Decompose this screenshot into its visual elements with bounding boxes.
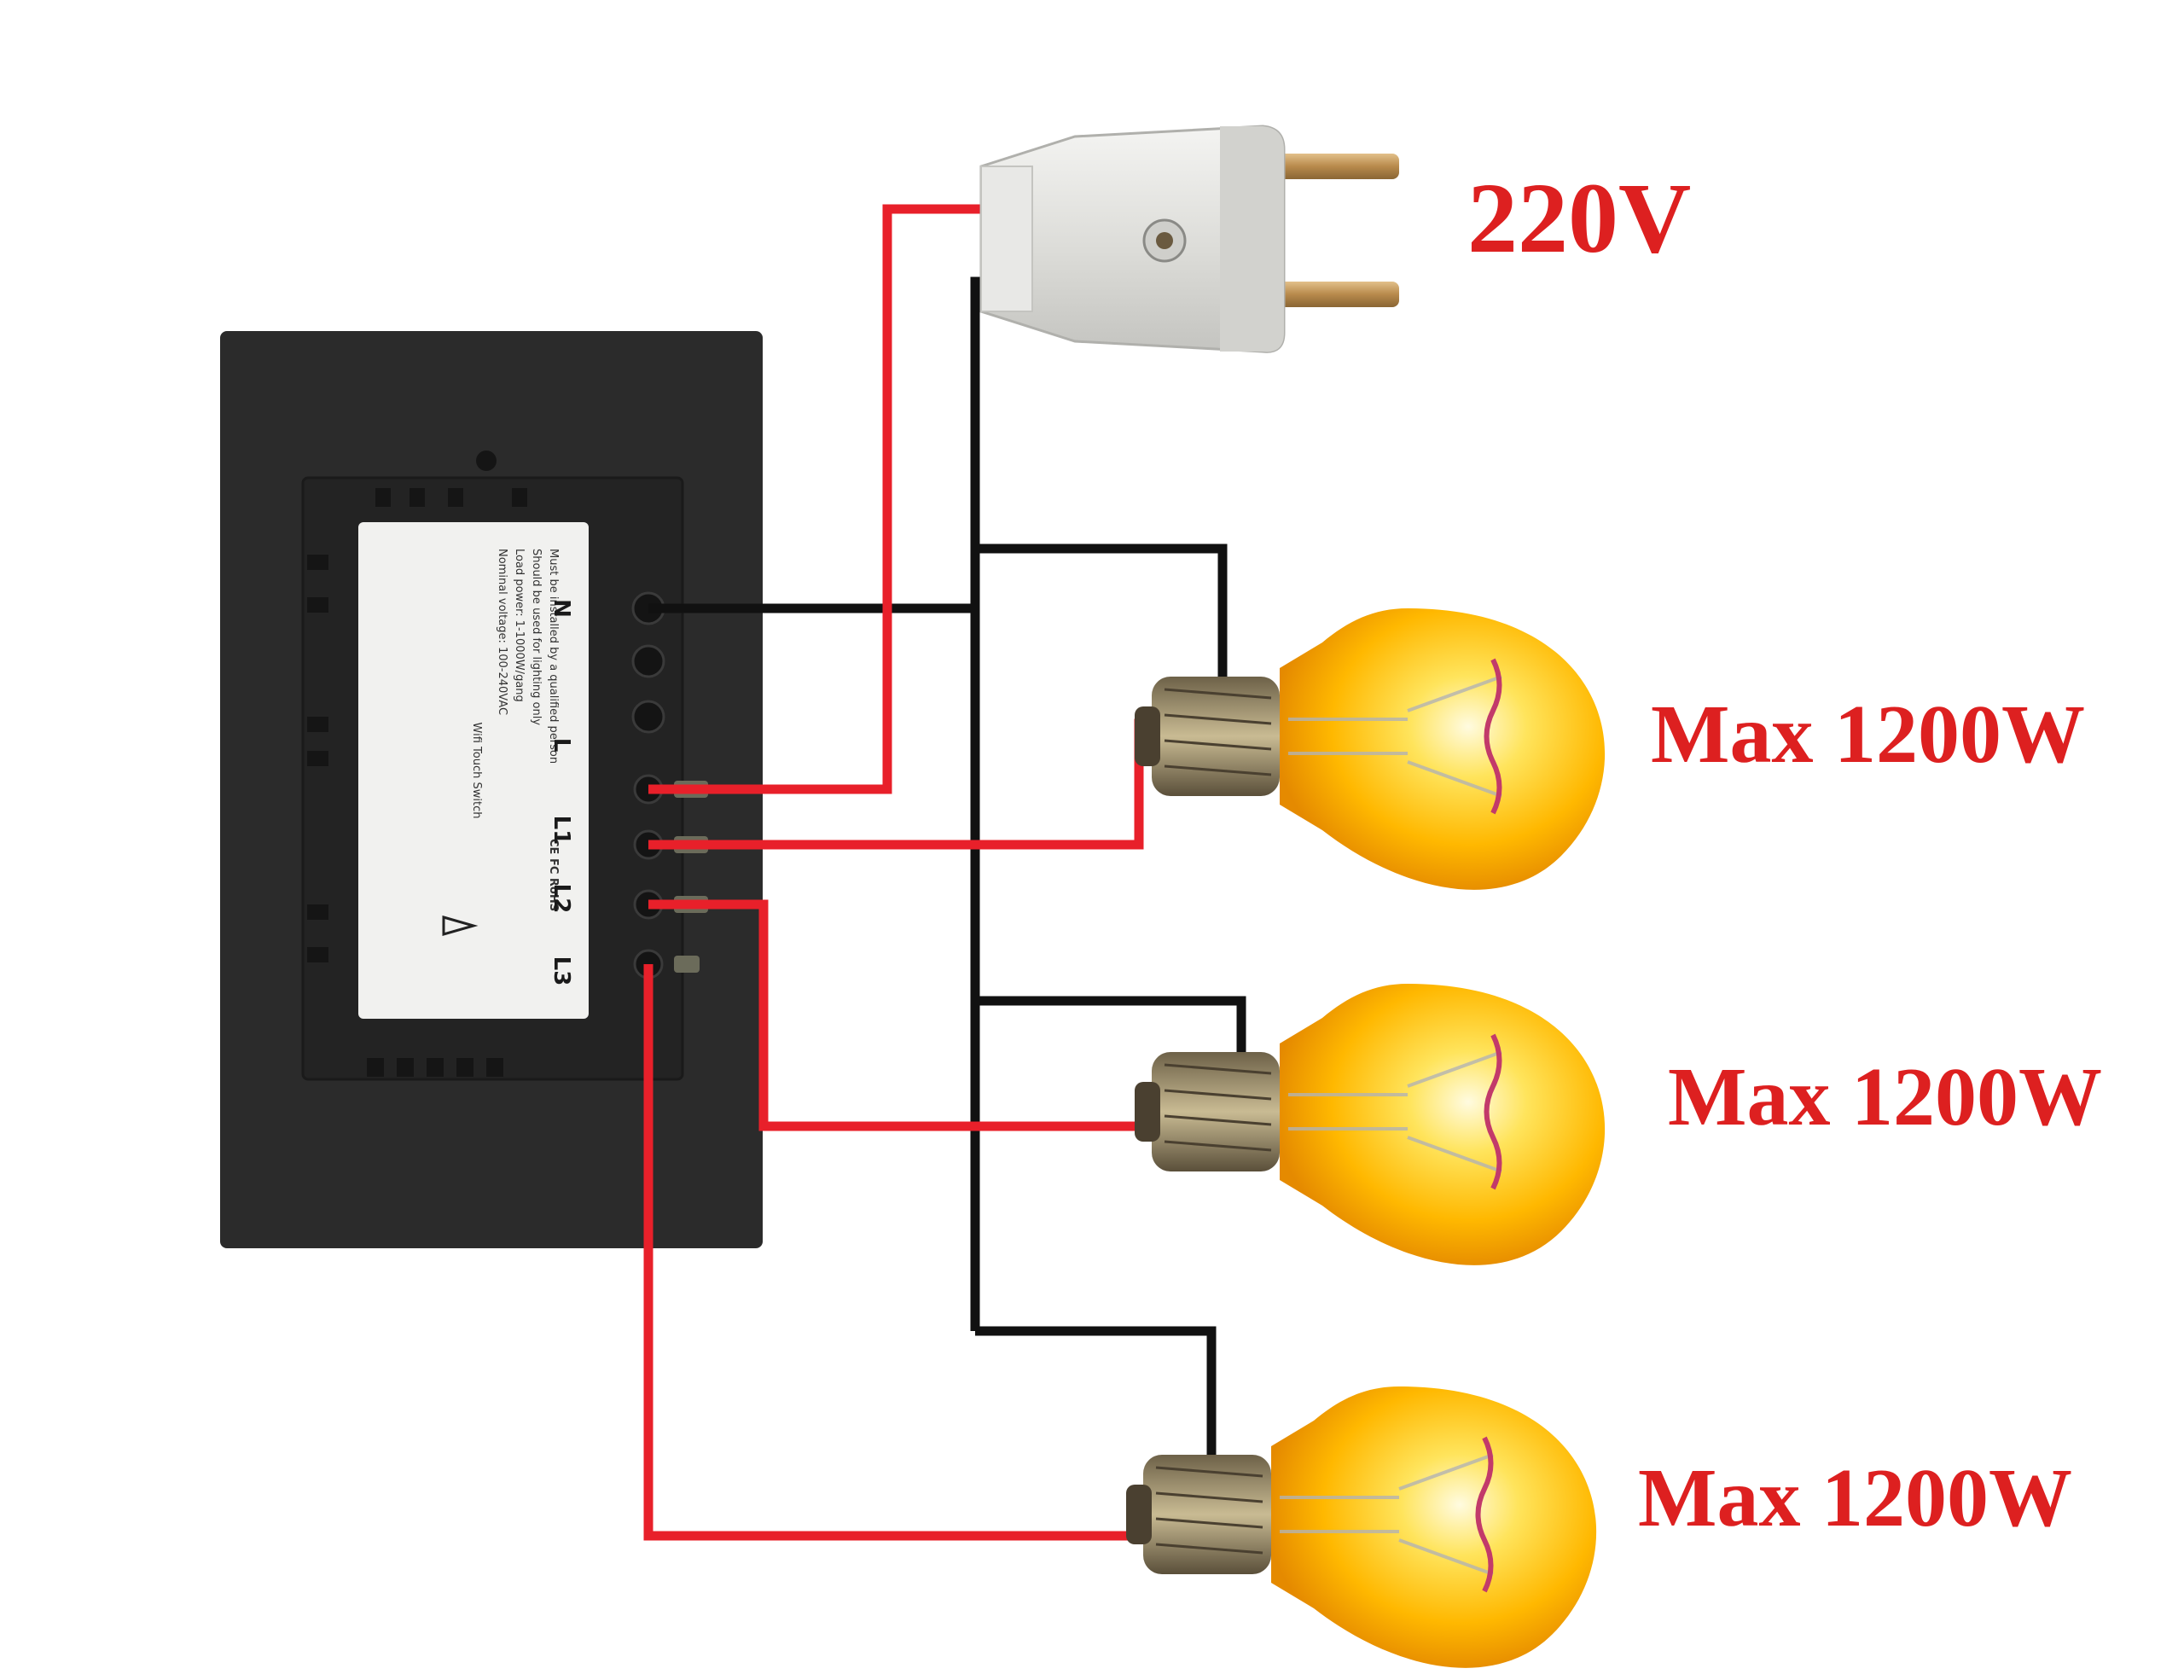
terminal-screw-empty xyxy=(631,700,665,734)
bulb-1-max-power-label: Max 1200W xyxy=(1651,689,2085,781)
switch-spec-sticker xyxy=(358,522,589,1019)
light-bulb-2 xyxy=(1135,984,1605,1265)
terminal-screw-empty xyxy=(631,644,665,678)
light-bulb-1 xyxy=(1135,608,1605,890)
bulb-2-max-power-label: Max 1200W xyxy=(1668,1051,2102,1143)
wifi-switch: Wifi Touch Switch Nominal voltage: 100-2… xyxy=(220,331,763,1248)
switch-spec-line: Should be used for lighting only xyxy=(530,549,543,725)
terminal-label-l: L xyxy=(549,738,574,753)
terminal-label-n: N xyxy=(549,599,574,618)
switch-title: Wifi Touch Switch xyxy=(470,723,483,819)
supply-voltage-label: 220V xyxy=(1467,162,1691,274)
light-bulb-3 xyxy=(1126,1386,1596,1668)
warning-triangle-icon xyxy=(442,916,479,936)
terminal-label-l2: L2 xyxy=(549,884,574,914)
power-plug xyxy=(979,125,1399,353)
switch-spec-line: Load power: 1-1000W/gang xyxy=(513,549,526,702)
switch-certifications: CE FC RoHS xyxy=(547,839,560,911)
bulb-3-max-power-label: Max 1200W xyxy=(1638,1452,2072,1544)
switch-spec-line: Nominal voltage: 100-240VAC xyxy=(496,549,508,715)
terminal-label-l3: L3 xyxy=(549,956,574,986)
terminal-label-l1: L1 xyxy=(549,816,574,846)
switch-spec-line: Must be installed by a qualified person xyxy=(547,549,560,764)
